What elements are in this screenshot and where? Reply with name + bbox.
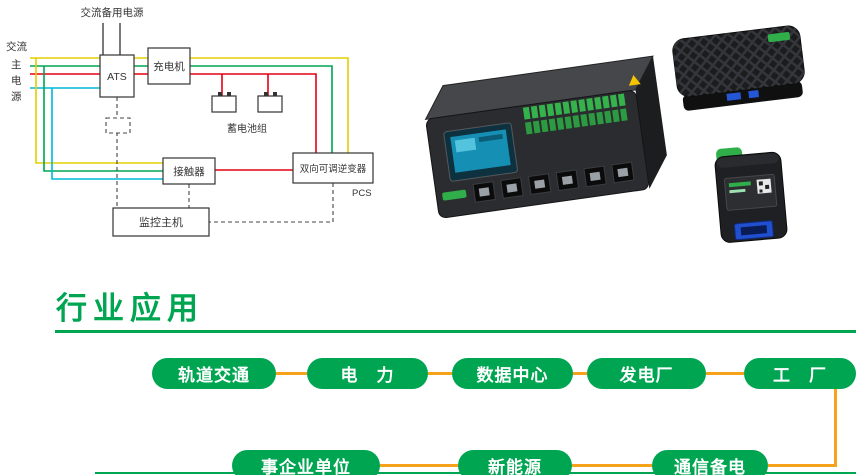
usb-port [748, 90, 760, 99]
product-photo-sensor-module [714, 147, 788, 243]
industry-chip-rail-transit: 轨道交通 [152, 358, 276, 389]
label-ac-main: 源 [11, 90, 22, 103]
industry-chip-factory: 工 厂 [744, 358, 856, 389]
node-label: 充电机 [153, 60, 185, 73]
node-contactor: 接触器 [162, 157, 216, 185]
industry-chip-electric-power: 电 力 [307, 358, 428, 389]
title-underline [55, 330, 856, 333]
brand-logo [767, 32, 791, 43]
battery-icon [211, 92, 237, 113]
industry-chip-telecom-backup: 通信备电 [652, 450, 768, 475]
label-battery-group: 蓄电池组 [227, 122, 267, 135]
node-monitor-host: 监控主机 [112, 207, 210, 237]
connector-line [573, 372, 587, 375]
brand-logo [442, 189, 467, 201]
industry-chip-data-center: 数据中心 [452, 358, 573, 389]
product-photo-main-controller [424, 55, 667, 219]
industry-chip-new-energy: 新能源 [458, 450, 572, 475]
node-label: ATS [107, 71, 127, 83]
label-ac-main: 交流 [6, 40, 27, 53]
node-ats: ATS [99, 54, 135, 98]
label-pcs: PCS [352, 188, 372, 199]
label-ac-main: 主 [11, 59, 22, 71]
industry-chip-power-plant: 发电厂 [587, 358, 706, 389]
connector-line [380, 464, 458, 467]
label-ac-main: 电 [11, 74, 22, 87]
device-screen [443, 122, 518, 182]
industry-chip-enterprise: 事企业单位 [232, 450, 380, 475]
node-label: 双向可调逆变器 [300, 163, 367, 175]
connector-line [428, 372, 452, 375]
node-inverter: 双向可调逆变器 [292, 152, 374, 184]
section-title: 行业应用 [56, 291, 204, 326]
device-label [723, 173, 778, 211]
product-photo-gateway [672, 25, 805, 111]
connector-line-vertical [834, 389, 837, 467]
connector-line [706, 372, 744, 375]
connector-line [572, 464, 652, 467]
connector-line [276, 372, 307, 375]
monitor-link-inverter [209, 183, 334, 223]
junction-box [105, 117, 131, 134]
wiring-diagram: ATS 充电机 接触器 双向可调逆变器 监控主机 交流备用电源 交流 主 电 源… [6, 6, 374, 237]
label-ac-backup: 交流备用电源 [81, 6, 144, 19]
warning-icon [628, 75, 641, 86]
backup-feed-lines [102, 23, 121, 55]
battery-icon [257, 92, 283, 113]
node-label: 监控主机 [139, 215, 183, 229]
connector-line [768, 464, 837, 467]
terminal-block [522, 93, 630, 135]
qr-code [756, 178, 772, 194]
node-label: 接触器 [173, 165, 205, 178]
node-charger: 充电机 [147, 47, 191, 85]
ethernet-ports [472, 161, 635, 203]
usb-port [726, 92, 742, 101]
